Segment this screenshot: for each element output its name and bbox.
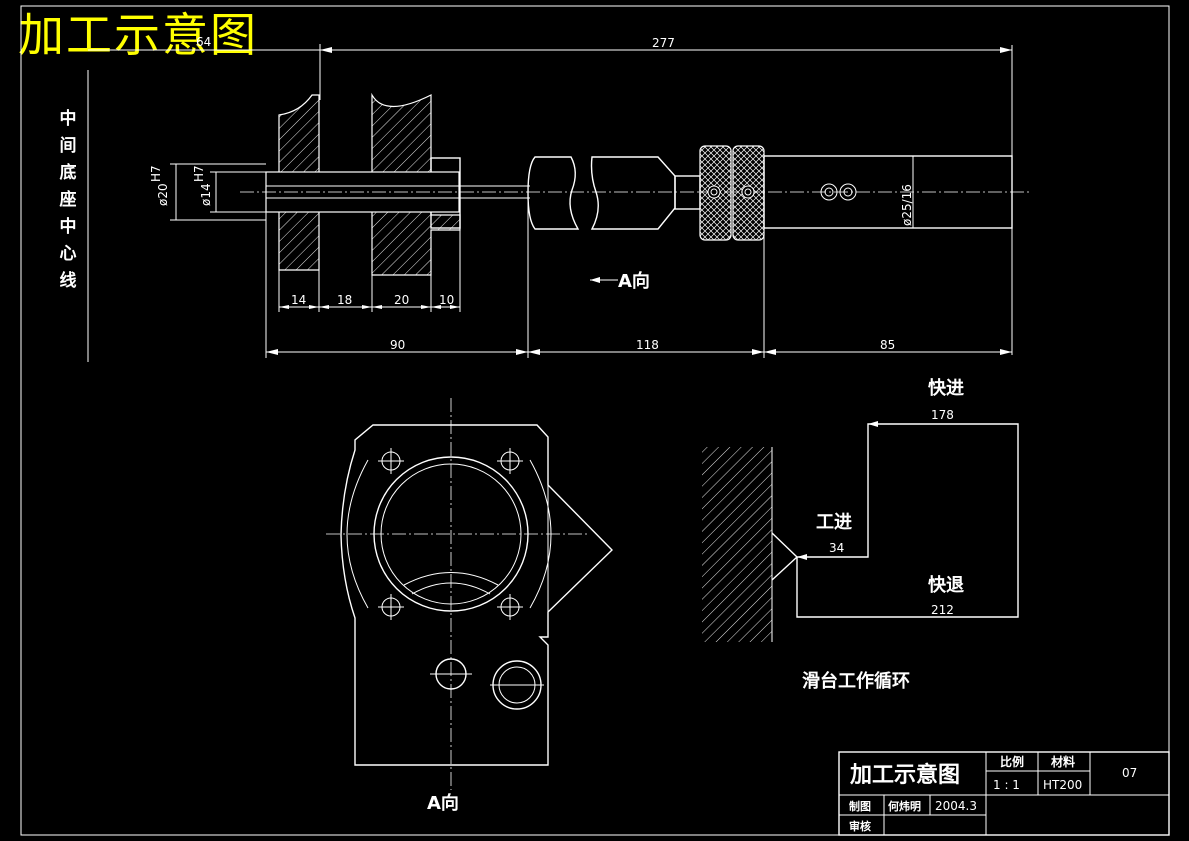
dim-277: 277 — [652, 36, 675, 50]
cycle-path — [771, 423, 1019, 618]
overall-dimension — [88, 44, 1013, 355]
scale-value: 1 : 1 — [993, 778, 1020, 792]
extension-lines — [265, 200, 765, 358]
centerline-char: 线 — [59, 271, 77, 291]
bar-holder — [527, 156, 580, 230]
bolt-holes — [378, 448, 523, 620]
spindle-pin-2 — [839, 183, 857, 201]
material-header: 材料 — [1050, 754, 1075, 769]
centerline-char: 中 — [59, 109, 77, 129]
dim-85: 85 — [880, 338, 895, 352]
spindle-pin-1 — [820, 183, 838, 201]
centerline-char: 底 — [59, 163, 77, 183]
dim-d14: ø14 — [199, 183, 213, 206]
drawn-label: 制图 — [849, 799, 871, 813]
dim-64: 64 — [196, 35, 211, 49]
dim-d20-fit: H7 — [149, 165, 163, 182]
sheet-number: 07 — [1122, 766, 1137, 780]
work-in-value: 34 — [829, 541, 844, 555]
workpiece-a-view-outline — [340, 424, 613, 766]
centerline-char: 座 — [59, 190, 77, 210]
diameter-leaders — [170, 163, 266, 221]
spindle-neck — [674, 175, 701, 210]
dim-d20: ø20 — [156, 183, 170, 206]
check-label: 审核 — [849, 819, 871, 833]
drawn-date: 2004.3 — [935, 799, 977, 813]
title-block — [838, 751, 1170, 836]
dim-90: 90 — [390, 338, 405, 352]
sheet-border — [20, 5, 1170, 836]
centerline-char: 中 — [59, 217, 77, 237]
dim-118: 118 — [636, 338, 659, 352]
view-a-label: A向 — [618, 270, 650, 292]
view-a-bottom-label: A向 — [427, 792, 459, 814]
spindle-extension — [590, 156, 676, 230]
centerline-char: 间 — [59, 136, 77, 156]
fixed-wall-hatch — [702, 447, 772, 642]
dim-d25: ø25/16 — [900, 184, 914, 226]
centerline-label: 中 间 底 座 中 心 线 — [58, 106, 78, 295]
centerline-char: 心 — [59, 244, 77, 264]
dim-20: 20 — [394, 293, 409, 307]
dim-14: 14 — [291, 293, 306, 307]
work-in-label: 工进 — [816, 512, 852, 533]
dim-10: 10 — [439, 293, 454, 307]
fast-back-value: 212 — [931, 603, 954, 617]
fast-in-label: 快进 — [928, 377, 964, 399]
fast-back-label: 快退 — [928, 574, 964, 596]
dim-18: 18 — [337, 293, 352, 307]
drawn-by: 何炜明 — [888, 799, 921, 813]
scale-header: 比例 — [1000, 754, 1024, 769]
fast-in-value: 178 — [931, 408, 954, 422]
dim-d14-fit: H7 — [192, 165, 206, 182]
main-spindle — [763, 155, 1013, 229]
material-value: HT200 — [1043, 778, 1082, 792]
title-block-name: 加工示意图 — [849, 762, 960, 788]
cycle-caption: 滑台工作循环 — [802, 670, 910, 692]
